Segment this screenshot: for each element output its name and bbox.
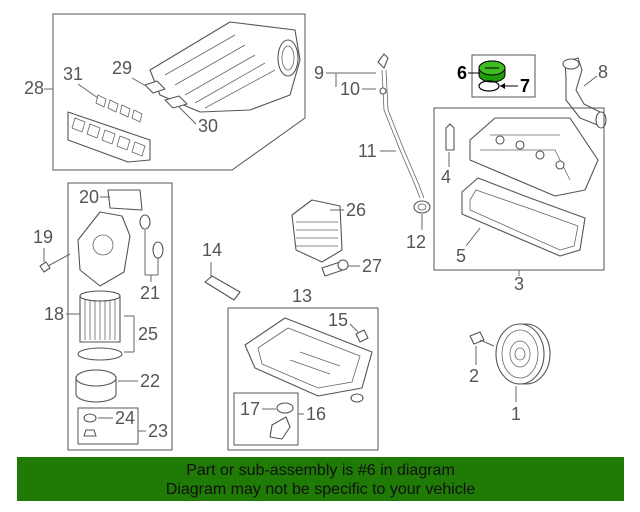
callout-20: 20 (79, 187, 99, 207)
callout-29: 29 (112, 58, 132, 78)
drain-plug-box (77, 407, 139, 445)
callout-17: 17 (240, 399, 260, 419)
gasket-set-31 (67, 111, 151, 163)
callout-25: 25 (138, 324, 158, 344)
banner-line-1: Part or sub-assembly is #6 in diagram (186, 462, 455, 479)
callout-30: 30 (198, 116, 218, 136)
callout-1: 1 (511, 404, 521, 424)
oil-cooler-group: 26 27 (291, 199, 382, 277)
oil-cap-seal-7 (478, 80, 500, 92)
filter-housing (77, 211, 131, 287)
callout-28: 28 (24, 78, 44, 98)
gasket-30 (164, 95, 188, 109)
strainer-box (233, 392, 299, 446)
callout-22: 22 (140, 371, 160, 391)
gasket-29 (144, 80, 166, 94)
gasket-20 (107, 189, 143, 211)
callout-4: 4 (441, 167, 451, 187)
intake-manifold-box (52, 13, 306, 171)
seal-17 (276, 402, 294, 414)
callout-19: 19 (33, 227, 53, 247)
callout-12: 12 (406, 232, 426, 252)
sensor-4 (445, 123, 455, 151)
callout-24: 24 (115, 408, 135, 428)
callout-27: 27 (362, 256, 382, 276)
callout-15: 15 (328, 310, 348, 330)
seal-24 (83, 413, 97, 423)
callout-6: 6 (457, 63, 467, 83)
dipstick-group: 9 10 11 12 (314, 53, 431, 252)
callout-2: 2 (469, 366, 479, 386)
callout-11: 11 (358, 141, 377, 161)
valve-cover-group: 4 5 3 (433, 107, 605, 294)
bolt-2 (469, 331, 485, 345)
oil-cooler-26 (291, 199, 343, 263)
callout-7: 7 (520, 76, 530, 96)
info-banner: Part or sub-assembly is #6 in diagram Di… (17, 457, 624, 501)
callout-16: 16 (306, 404, 326, 424)
oil-strainer (269, 416, 291, 440)
oil-filter-group: 20 21 25 18 22 24 23 (44, 182, 173, 451)
valve-cover-gasket-5 (461, 177, 586, 257)
dipstick-seal-12 (413, 200, 431, 214)
bracket-14-group: 14 (202, 240, 241, 301)
oil-filter-box (67, 182, 173, 451)
oil-cap-box (471, 54, 536, 98)
parts-diagram: 28 31 29 30 9 10 11 12 6 7 (24, 13, 608, 451)
callout-23: 23 (148, 421, 168, 441)
oil-pan-box (227, 307, 379, 451)
banner-line-2: Diagram may not be specific to your vehi… (165, 481, 476, 498)
callout-13: 13 (292, 286, 312, 306)
callout-14: 14 (202, 240, 222, 260)
dipstick-rod (381, 69, 421, 199)
bolt-19 (39, 261, 51, 273)
callout-26: 26 (346, 200, 366, 220)
callout-18: 18 (44, 304, 64, 324)
bolt-19-group: 19 (33, 227, 71, 273)
callout-8: 8 (598, 62, 608, 82)
callout-9: 9 (314, 63, 324, 83)
callout-31: 31 (63, 64, 83, 84)
intake-manifold-group: 28 31 29 30 (24, 13, 306, 171)
callout-3: 3 (514, 274, 524, 294)
pulley-group: 2 1 (469, 323, 551, 424)
oil-pan-group: 13 15 17 16 (227, 286, 379, 451)
callout-10: 10 (340, 79, 360, 99)
bracket-14 (204, 275, 241, 301)
callout-21: 21 (140, 283, 160, 303)
bolt-15 (355, 329, 369, 343)
callout-5: 5 (456, 246, 466, 266)
oil-cap-group: 6 7 (457, 54, 536, 98)
oil-pan-part (244, 317, 373, 397)
dipstick-handle (377, 53, 389, 69)
